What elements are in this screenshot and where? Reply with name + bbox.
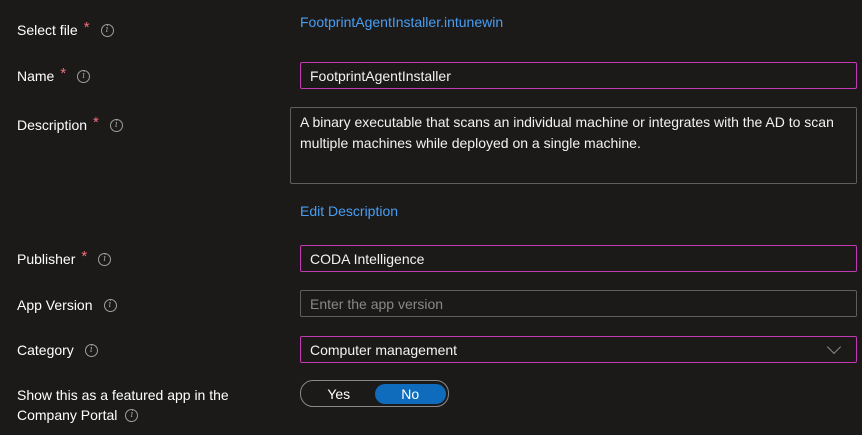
info-icon[interactable]: i (100, 23, 114, 37)
description-textarea[interactable]: A binary executable that scans an indivi… (290, 107, 857, 184)
category-dropdown[interactable]: Computer management (300, 336, 857, 363)
info-icon[interactable]: i (109, 118, 123, 132)
publisher-label-row: Publisher * i (17, 247, 112, 269)
description-label-row: Description * i (17, 113, 123, 135)
required-mark: * (60, 64, 67, 82)
info-icon[interactable]: i (98, 252, 112, 266)
toggle-option-yes[interactable]: Yes (327, 385, 351, 402)
toggle-option-no[interactable]: No (374, 383, 446, 404)
select-file-label: Select file (17, 22, 78, 38)
select-file-label-row: Select file * i (17, 18, 114, 40)
description-label: Description (17, 117, 88, 133)
category-label-row: Category i (17, 340, 98, 360)
category-label: Category (17, 342, 74, 358)
publisher-label: Publisher (17, 251, 76, 267)
name-input[interactable] (300, 62, 857, 89)
required-mark: * (83, 18, 90, 36)
app-version-label: App Version (17, 297, 93, 313)
info-icon[interactable]: i (125, 408, 139, 422)
featured-label-block: Show this as a featured app in the Compa… (17, 385, 229, 425)
app-version-input[interactable] (300, 290, 857, 317)
selected-file-link[interactable]: FootprintAgentInstaller.intunewin (300, 14, 504, 30)
category-value: Computer management (310, 341, 458, 358)
featured-toggle[interactable]: Yes No (300, 380, 449, 407)
app-version-label-row: App Version i (17, 295, 117, 315)
required-mark: * (93, 113, 99, 131)
required-mark: * (81, 247, 88, 265)
chevron-down-icon (826, 339, 842, 354)
name-label: Name (17, 68, 55, 84)
info-icon[interactable]: i (103, 298, 117, 312)
featured-label-line2-row: Company Portal i (17, 405, 229, 425)
name-label-row: Name * i (17, 64, 91, 86)
featured-label-line2: Company Portal (17, 407, 118, 423)
publisher-input[interactable] (300, 245, 857, 272)
info-icon[interactable]: i (84, 343, 98, 357)
featured-label-line1: Show this as a featured app in the (17, 387, 229, 403)
edit-description-link[interactable]: Edit Description (300, 203, 399, 219)
info-icon[interactable]: i (77, 69, 91, 83)
